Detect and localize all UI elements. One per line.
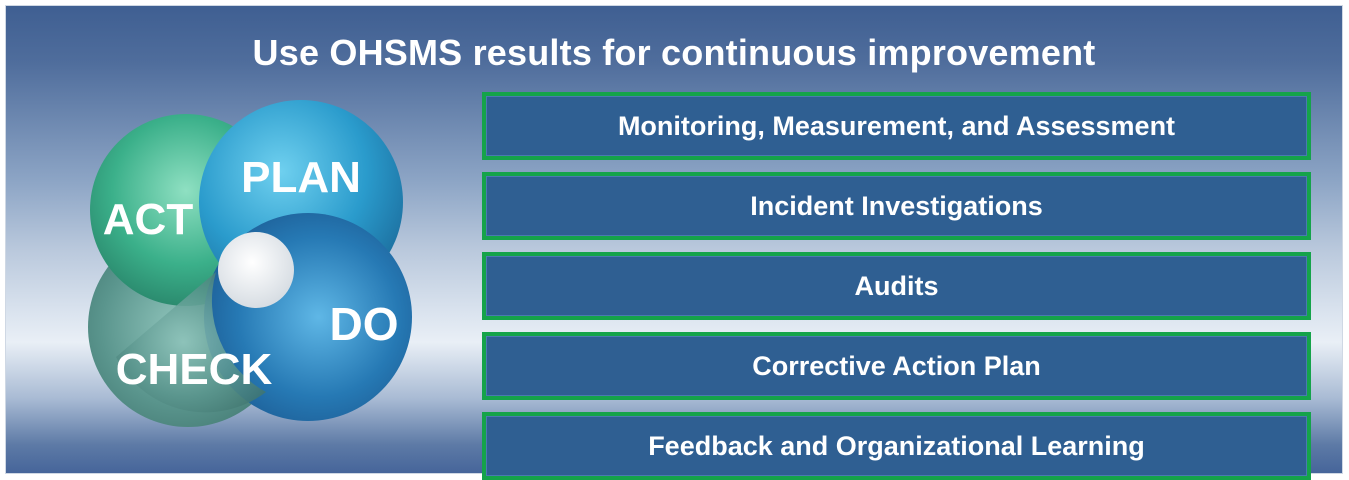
list-item-feedback: Feedback and Organizational Learning (482, 412, 1311, 480)
list-item-label: Corrective Action Plan (752, 350, 1041, 381)
list-item-label: Feedback and Organizational Learning (648, 430, 1145, 461)
pdca-cycle-diagram: Plan Act Do Check (88, 100, 412, 427)
list-item-label: Incident Investigations (750, 190, 1043, 221)
list-item-audits: Audits (482, 252, 1311, 320)
plan-label: Plan (241, 153, 361, 202)
act-label: Act (103, 195, 194, 244)
list-item-incident-investigations: Incident Investigations (482, 172, 1311, 240)
center-circle (218, 232, 294, 308)
list-item-monitoring: Monitoring, Measurement, and Assessment (482, 92, 1311, 160)
check-label: Check (116, 345, 273, 394)
slide-background: Use OHSMS results for continuous improve… (6, 6, 1342, 480)
page-title: Use OHSMS results for continuous improve… (252, 32, 1096, 73)
check-overlap (116, 272, 266, 413)
list-item-label: Audits (854, 270, 939, 301)
list-item-label: Monitoring, Measurement, and Assessment (617, 110, 1176, 141)
list-item-corrective-action-plan: Corrective Action Plan (482, 332, 1311, 400)
results-list: Monitoring, Measurement, and Assessment … (482, 92, 1311, 480)
do-label: Do (330, 298, 399, 350)
